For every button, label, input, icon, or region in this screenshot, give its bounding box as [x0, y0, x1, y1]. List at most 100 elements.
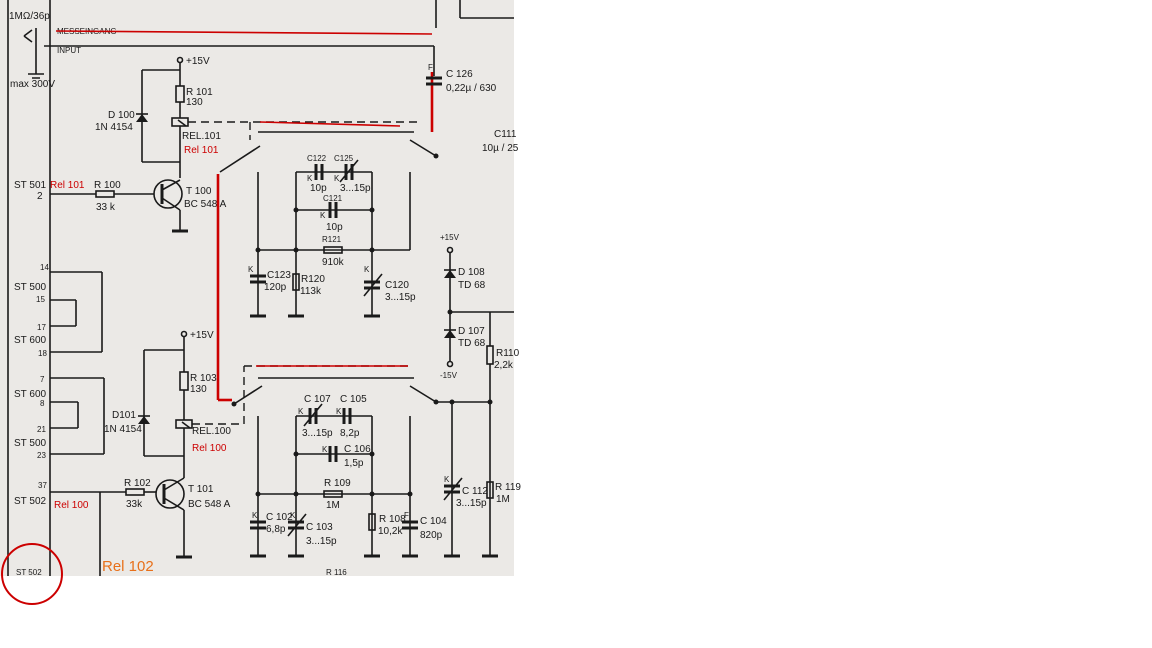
c126-value-label: 0,22µ / 630 [446, 83, 497, 94]
r110-value-label: 2,2k [494, 360, 514, 371]
c120-name-label: C120 [385, 280, 409, 291]
d101-diode [138, 416, 150, 424]
c112-trim-arrow [443, 477, 463, 501]
input-jack-symbol [23, 28, 44, 79]
c111-name-label: C111 [494, 129, 517, 140]
c125-k-label: K [334, 174, 340, 183]
c123-k-label: K [248, 265, 254, 274]
t101-name-label: T 101 [188, 484, 214, 495]
plus15-terminal-right [446, 246, 454, 254]
rel101-contact [433, 153, 439, 159]
rel101-annotation-coil: Rel 101 [184, 145, 219, 156]
d108-value-label: TD 68 [458, 280, 486, 291]
t101-transistor [155, 479, 185, 509]
r119-value-label: 1M [496, 494, 510, 505]
st500-a-label: ST 500 [14, 282, 46, 293]
r121-value-label: 910k [322, 257, 345, 268]
r108-resistor [368, 513, 376, 531]
r101-name-label: R 101 [186, 87, 213, 98]
rel101-switch-left [219, 145, 261, 173]
plus15-terminal-mid [180, 330, 188, 338]
plus15-mid-label: +15V [190, 330, 214, 341]
pin-2-label: 2 [37, 191, 43, 202]
t101-emitter [163, 497, 185, 511]
r120-name-label: R120 [301, 274, 325, 285]
r100-resistor [95, 190, 115, 198]
c111-value-label: 10µ / 25 [482, 143, 519, 154]
r103-resistor [179, 371, 189, 391]
highlight-circle [1, 543, 63, 605]
c112-name-label: C 112 [462, 486, 488, 497]
red-trace-input [55, 30, 433, 35]
rel100-annotation-coil: Rel 100 [192, 443, 227, 454]
c120-trim-arrow [363, 273, 383, 297]
max-voltage-label: max 300V [10, 79, 55, 90]
rel100-contact-left [231, 401, 237, 407]
r103-name-label: R 103 [190, 373, 217, 384]
input-en-label: INPUT [57, 46, 81, 55]
r101-value-label: 130 [186, 97, 203, 108]
node-a [255, 247, 261, 253]
c123-name-label: C123 [267, 270, 291, 281]
rel101-switch-right [409, 139, 437, 157]
c125-name-label: C125 [334, 154, 354, 163]
c126-name-label: C 126 [446, 69, 473, 80]
c102-k-label: K [252, 511, 258, 520]
c120-k-label: K [364, 265, 370, 274]
d108-name-label: D 108 [458, 267, 485, 278]
c106-k-label: K [322, 445, 328, 454]
c105-k-label: K [336, 407, 342, 416]
rel100-switch-left [233, 385, 263, 405]
node-e [369, 207, 375, 213]
r102-value-label: 33k [126, 499, 143, 510]
st600-a-label: ST 600 [14, 335, 46, 346]
red-trace-rel101 [259, 121, 401, 127]
c102-value-label: 6,8p [266, 524, 286, 535]
st500-b-label: ST 500 [14, 438, 46, 449]
c112-value-label: 3...15p [456, 498, 487, 509]
d100-value-label: 1N 4154 [95, 122, 133, 133]
c107-k-label: K [298, 407, 304, 416]
r109-resistor [323, 490, 343, 498]
t100-name-label: T 100 [186, 186, 212, 197]
node-f [255, 491, 261, 497]
d107-diode [444, 330, 456, 338]
c125-value-label: 3...15p [340, 183, 371, 194]
plus15-right-label: +15V [440, 233, 460, 242]
c126-type-label: F [428, 63, 433, 72]
pin-37-label: 37 [38, 481, 47, 490]
pin-18-label: 18 [38, 349, 47, 358]
plus15-top-label: +15V [186, 56, 210, 67]
pin-17-label: 17 [37, 323, 46, 332]
c121-k-label: K [320, 211, 326, 220]
r116-name-label: R 116 [326, 568, 347, 577]
c123-value-label: 120p [264, 282, 287, 293]
d101-value-label: 1N 4154 [104, 424, 142, 435]
c102-name-label: C 102 [266, 512, 293, 523]
t100-collector [161, 179, 181, 191]
d101-name-label: D101 [112, 410, 136, 421]
r102-resistor [125, 488, 145, 496]
rel101-coil-label: REL.101 [182, 131, 221, 142]
st600-b-label: ST 600 [14, 389, 46, 400]
r119-resistor [486, 481, 494, 499]
c105-value-label: 8,2p [340, 428, 360, 439]
c104-name-label: C 104 [420, 516, 447, 527]
t101-collector [163, 477, 185, 491]
c125-trim-arrow [339, 159, 359, 183]
d100-name-label: D 100 [108, 110, 135, 121]
r119-name-label: R 119 [495, 482, 521, 493]
r109-name-label: R 109 [324, 478, 351, 489]
node-k [369, 451, 375, 457]
rel100-coil-label: REL.100 [192, 426, 231, 437]
c106-name-label: C 106 [344, 444, 371, 455]
c104-value-label: 820p [420, 530, 443, 541]
c121-name-label: C121 [323, 194, 343, 203]
st501-label: ST 501 [14, 180, 46, 191]
c121-value-label: 10p [326, 222, 343, 233]
node-j [293, 451, 299, 457]
r100-name-label: R 100 [94, 180, 121, 191]
c107-name-label: C 107 [304, 394, 331, 405]
schematic-diagram: 1MΩ/36p MESSEINGANG INPUT max 300V F C 1… [0, 0, 521, 605]
t101-value-label: BC 548 A [188, 499, 231, 510]
